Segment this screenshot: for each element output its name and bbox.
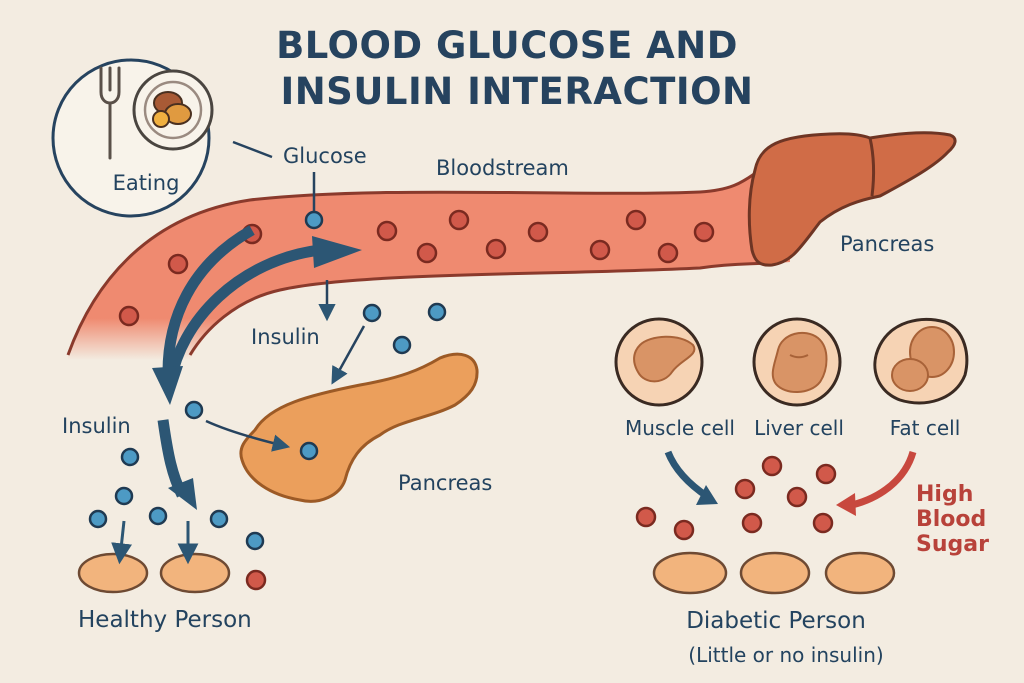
healthy-body-cell	[159, 552, 231, 594]
glucose-particle	[812, 512, 834, 534]
label-eating: Eating	[113, 171, 180, 195]
label-bloodstream: Bloodstream	[436, 156, 569, 180]
healthy-body-cell	[77, 552, 149, 594]
glucose-particle	[245, 569, 267, 591]
insulin-particle	[299, 441, 319, 461]
arrow-head-diabetic-blue	[696, 485, 718, 505]
red-blood-cell	[167, 253, 189, 275]
label-sugar: Sugar	[916, 532, 989, 557]
red-blood-cell	[625, 209, 647, 231]
healthy-cells	[77, 552, 231, 594]
eating-badge: Eating	[51, 58, 214, 218]
arrow-head-healthy	[168, 478, 197, 510]
insulin-particle	[427, 302, 447, 322]
diabetic-body-cell	[824, 551, 896, 595]
insulin-particle	[184, 400, 204, 420]
arrow-to-diabetic-cells	[664, 450, 710, 500]
label-blood: Blood	[916, 507, 986, 532]
red-blood-cell	[118, 305, 140, 327]
red-blood-cell	[376, 220, 398, 242]
insulin-particle	[304, 210, 324, 230]
arrow-high-blood-sugar	[851, 450, 917, 509]
label-high: High	[916, 482, 973, 507]
arrow-insulin-into-pancreas	[205, 419, 291, 452]
glucose-particle	[673, 519, 695, 541]
insulin-particles	[88, 210, 447, 551]
glucose-particle	[635, 506, 657, 528]
red-blood-cell	[589, 239, 611, 261]
arrow-insulin-to-pancreas	[331, 325, 366, 385]
title-line-1: BLOOD GLUCOSE AND	[276, 24, 738, 67]
insulin-particle	[114, 486, 134, 506]
label-insulin-left: Insulin	[62, 414, 131, 438]
insulin-particle	[120, 447, 140, 467]
insulin-particle	[209, 509, 229, 529]
bloodstream-vessel	[66, 168, 790, 360]
red-blood-cell	[693, 221, 715, 243]
plate-icon	[132, 69, 214, 151]
glucose-particle	[761, 455, 783, 477]
glucose-particle	[741, 512, 763, 534]
label-diabetic-note: (Little or no insulin)	[688, 643, 883, 667]
label-liver-cell: Liver cell	[754, 416, 844, 440]
label-diabetic-person: Diabetic Person	[686, 608, 866, 634]
title-line-2: INSULIN INTERACTION	[280, 70, 753, 113]
diabetic-body-cell	[739, 551, 811, 595]
arrow-head-diabetic-red	[836, 493, 856, 516]
insulin-particle	[148, 506, 168, 526]
arrow-head-down-left	[152, 366, 183, 405]
red-blood-cell	[657, 242, 679, 264]
arrow-down-left	[162, 225, 255, 373]
insulin-particle	[392, 335, 412, 355]
glucose-particle	[815, 463, 837, 485]
label-glucose: Glucose	[283, 144, 367, 168]
glucose-particle	[786, 486, 808, 508]
label-healthy-person: Healthy Person	[78, 607, 252, 633]
diabetic-body-cell	[652, 551, 728, 595]
label-pancreas-center: Pancreas	[398, 471, 492, 495]
glucose-particle	[734, 478, 756, 500]
liver-organ	[747, 131, 957, 267]
label-muscle-cell: Muscle cell	[625, 416, 735, 440]
red-blood-cell	[485, 238, 507, 260]
red-blood-cell	[448, 209, 470, 231]
label-fat-cell: Fat cell	[890, 416, 961, 440]
label-insulin-center: Insulin	[251, 325, 320, 349]
arrow-insulin-to-cell	[111, 520, 133, 565]
pancreas-organ	[239, 352, 479, 503]
glucose-leader-line	[232, 140, 273, 159]
diabetic-cells	[652, 551, 896, 595]
red-blood-cell	[527, 221, 549, 243]
insulin-particle	[362, 303, 382, 323]
red-blood-cell	[416, 242, 438, 264]
insulin-particle	[245, 531, 265, 551]
muscle-cell	[614, 317, 704, 407]
fork-icon	[99, 66, 121, 160]
insulin-particle	[88, 509, 108, 529]
liver-cell	[752, 317, 842, 407]
diabetic-glucose-particles	[635, 455, 837, 541]
fat-cell	[873, 317, 969, 405]
label-pancreas-top: Pancreas	[840, 232, 934, 256]
arrow-into-bloodstream	[164, 244, 321, 386]
arrow-head-bloodstream	[312, 236, 362, 268]
